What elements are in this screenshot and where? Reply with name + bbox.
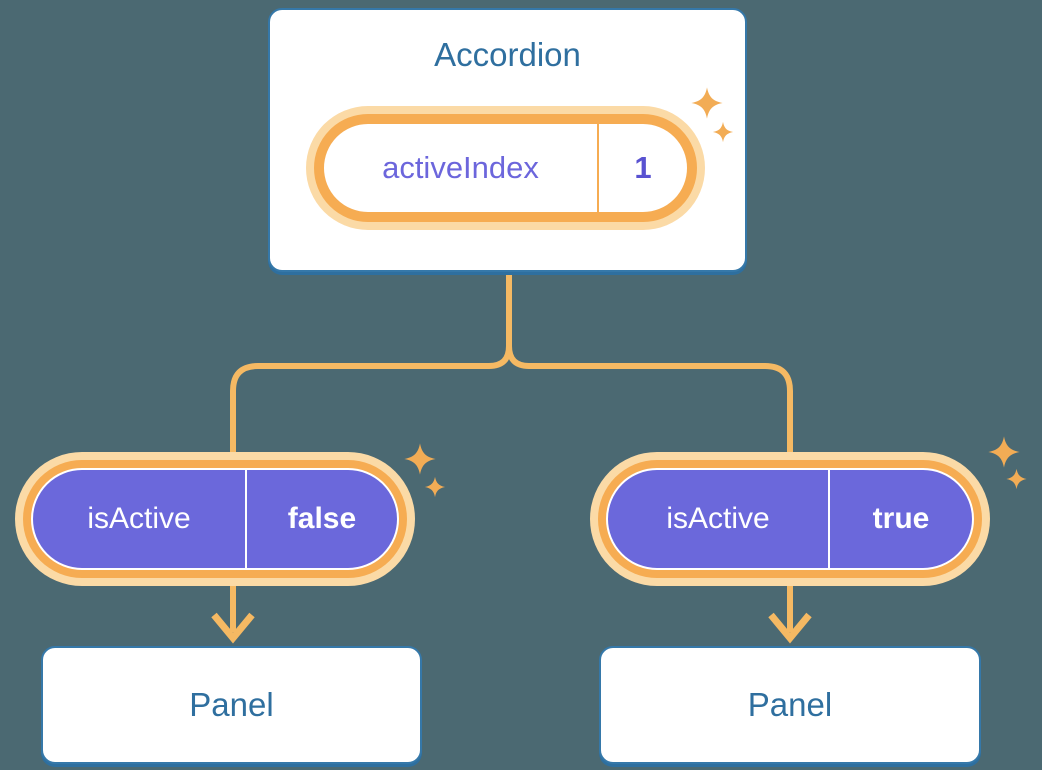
prop-pill-isactive-true: isActive true xyxy=(606,468,974,570)
connector-left-branch xyxy=(230,265,512,632)
sparkle-icon xyxy=(1005,468,1028,490)
sparkle-icon xyxy=(690,86,724,120)
sparkle-icon xyxy=(712,121,734,143)
prop-pill-label: isActive xyxy=(666,502,770,535)
state-pill-value: 1 xyxy=(634,150,652,185)
panel-card-right: Panel xyxy=(599,646,981,764)
state-pill-divider xyxy=(597,124,599,212)
prop-pill-isactive-false: isActive false xyxy=(31,468,399,570)
panel-title: Panel xyxy=(747,686,833,723)
accordion-title: Accordion xyxy=(434,36,581,73)
state-pill-label: activeIndex xyxy=(382,150,539,185)
sparkle-icon xyxy=(987,435,1021,469)
prop-pill-divider xyxy=(828,470,830,568)
panel-card-left: Panel xyxy=(41,646,422,764)
state-pill: activeIndex 1 xyxy=(314,114,697,222)
prop-pill-divider xyxy=(245,470,247,568)
arrow-down-icon xyxy=(211,612,255,644)
prop-pill-value: false xyxy=(287,502,357,535)
prop-pill-label: isActive xyxy=(87,502,191,535)
prop-pill-value: true xyxy=(872,502,930,535)
sparkle-icon xyxy=(424,476,446,498)
connector-right-branch xyxy=(506,265,793,632)
panel-title: Panel xyxy=(189,686,274,723)
arrow-down-icon xyxy=(768,612,812,644)
sparkle-icon xyxy=(403,442,437,476)
